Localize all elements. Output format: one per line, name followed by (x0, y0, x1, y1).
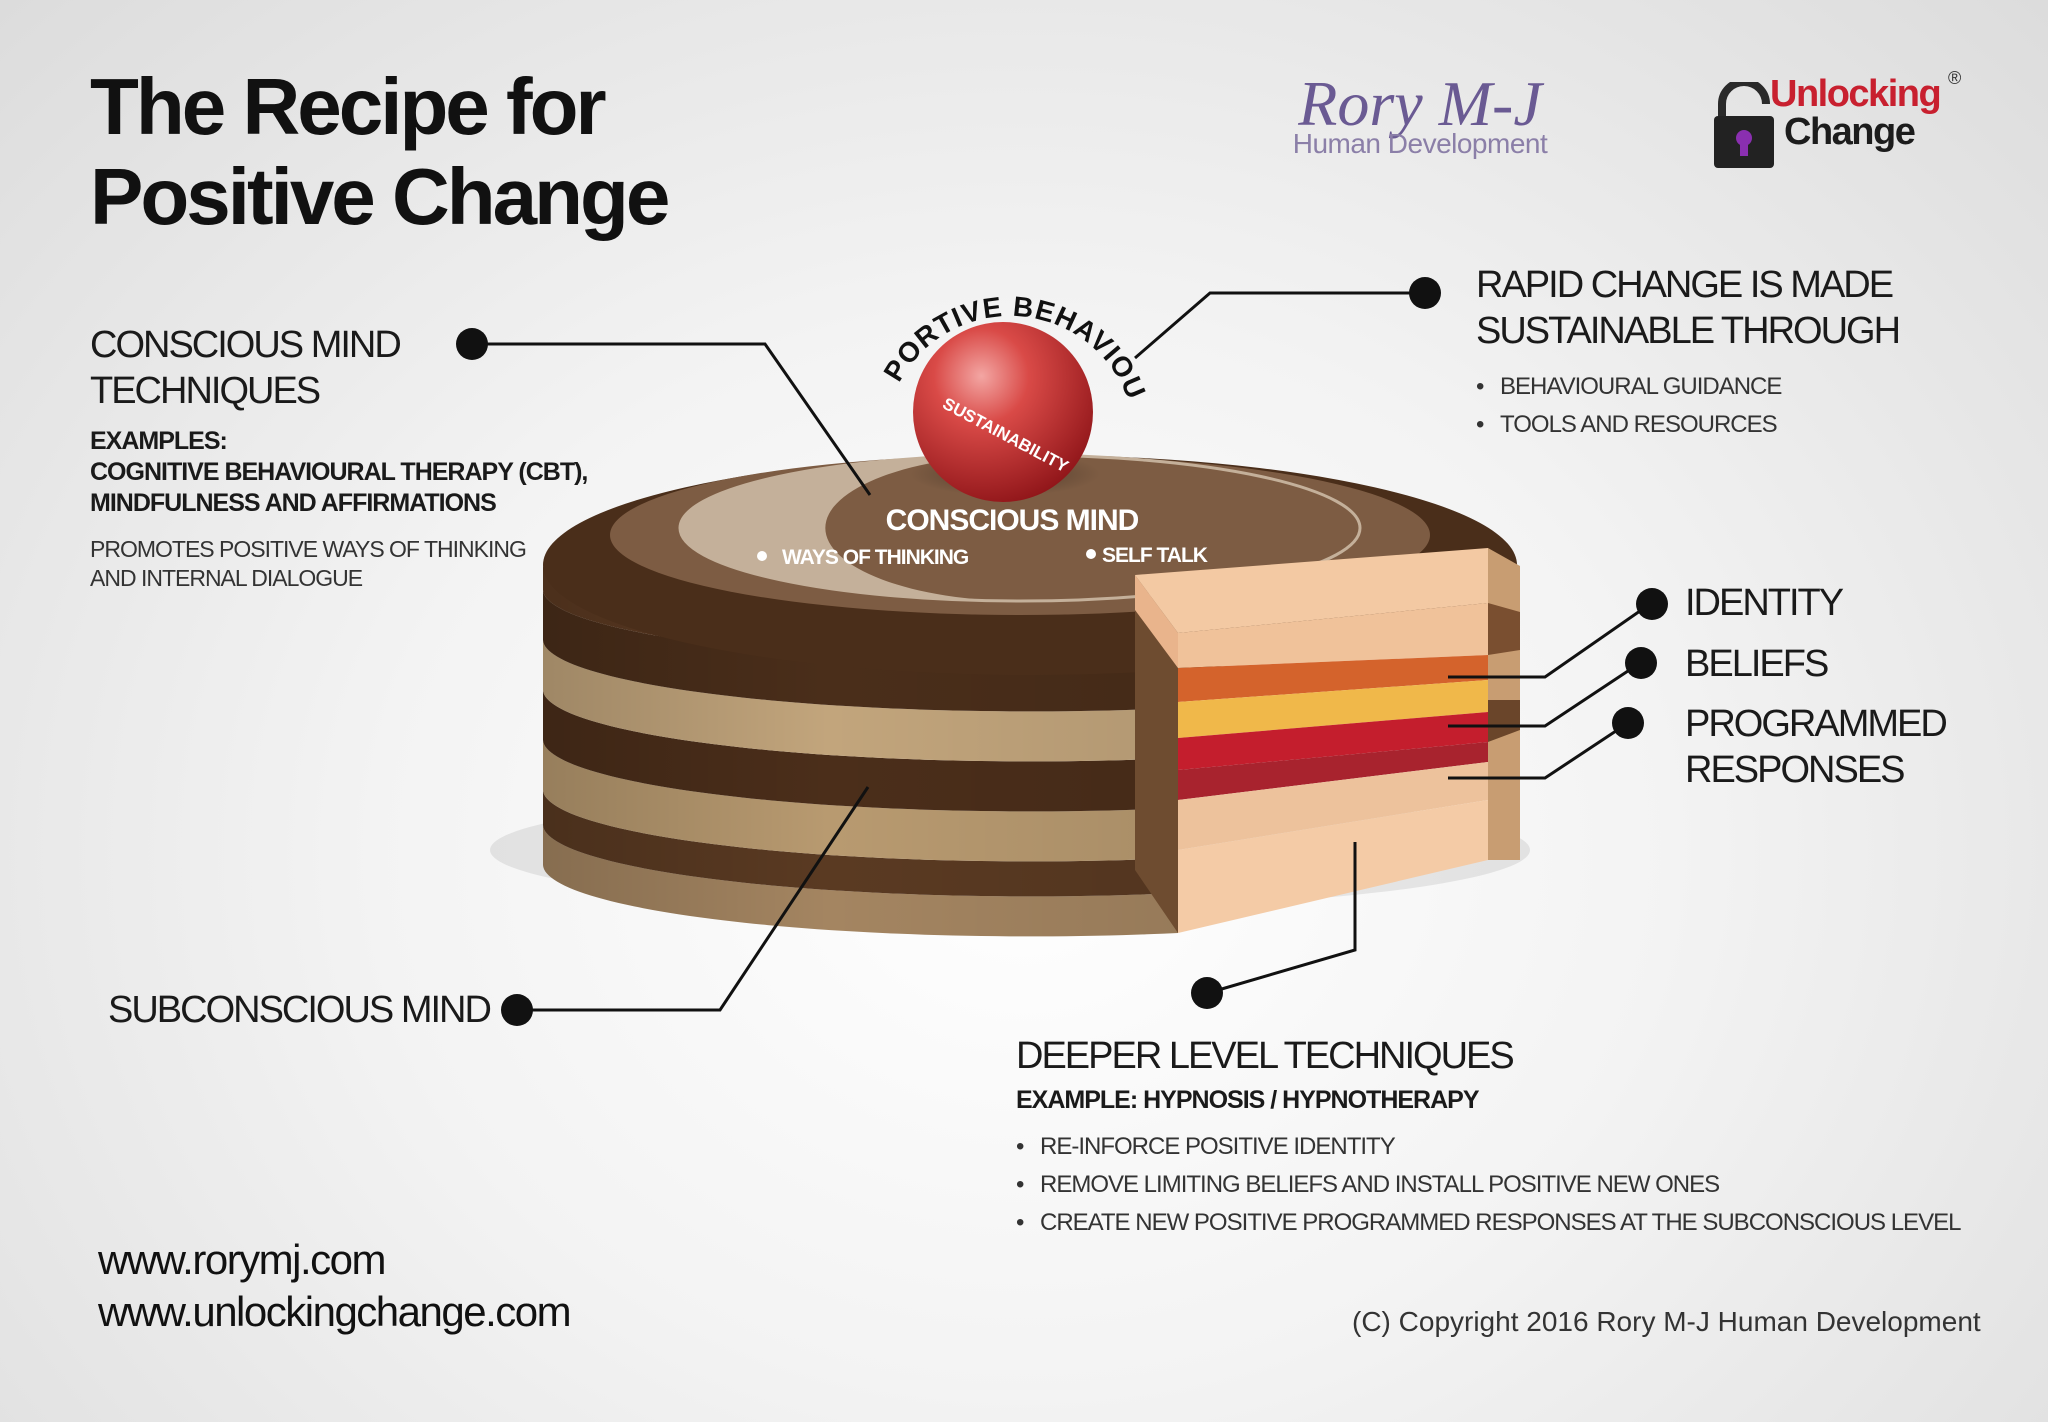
connector-beliefs (1448, 661, 1641, 728)
deeper-level-bullet: RE-INFORCE POSITIVE IDENTITY (1016, 1128, 2016, 1166)
connector-subconscious (517, 786, 870, 1012)
programmed-line-1: PROGRAMMED (1685, 703, 1948, 745)
rapid-change-heading-line-1: RAPID CHANGE IS MADE (1476, 264, 1894, 306)
connector-deeper (1207, 842, 1357, 995)
conscious-techniques-heading: CONSCIOUS MIND TECHNIQUES (90, 322, 650, 414)
rapid-change-block: RAPID CHANGE IS MADE SUSTAINABLE THROUGH… (1476, 262, 1996, 444)
subconscious-mind-label: SUBCONSCIOUS MIND (108, 989, 492, 1031)
deeper-level-example: EXAMPLE: HYPNOSIS / HYPNOTHERAPY (1016, 1086, 1480, 1114)
title-line-1: The Recipe for (90, 62, 607, 151)
deeper-level-bullets: RE-INFORCE POSITIVE IDENTITY REMOVE LIMI… (1016, 1128, 2016, 1242)
website-links: www.rorymj.com www.unlockingchange.com (98, 1234, 572, 1338)
dot-subconscious (501, 994, 533, 1026)
registered-mark: ® (1948, 68, 1962, 88)
connector-rapid-change (1134, 291, 1425, 360)
dot-identity (1636, 588, 1668, 620)
ways-of-thinking-dot (757, 551, 767, 561)
unlocking-word: Unlocking (1770, 73, 1942, 115)
rory-mj-logo: Rory M-J Human Development (1280, 72, 1560, 160)
examples-line-2: MINDFULNESS AND AFFIRMATIONS (90, 489, 497, 517)
identity-label: IDENTITY (1685, 582, 1844, 624)
change-word: Change (1784, 111, 1916, 153)
dot-beliefs (1625, 647, 1657, 679)
conscious-techniques-heading-line-1: CONSCIOUS MIND (90, 324, 402, 366)
beliefs-label: BELIEFS (1685, 643, 1829, 685)
rapid-change-bullets: BEHAVIOURAL GUIDANCE TOOLS AND RESOURCES (1476, 368, 1996, 444)
examples-label: EXAMPLES: (90, 427, 228, 455)
promotes-line-2: AND INTERNAL DIALOGUE (90, 565, 363, 591)
connector-programmed (1448, 721, 1629, 780)
rapid-change-heading-line-2: SUSTAINABLE THROUGH (1476, 310, 1901, 352)
rapid-change-bullet: TOOLS AND RESOURCES (1476, 406, 1996, 444)
conscious-mind-label: CONSCIOUS MIND (886, 504, 1139, 537)
dot-rapid-change (1409, 277, 1441, 309)
self-talk-dot (1086, 549, 1096, 559)
deeper-level-block: DEEPER LEVEL TECHNIQUES EXAMPLE: HYPNOSI… (1016, 1033, 2016, 1242)
padlock-icon (1714, 82, 1774, 168)
cake-slice-face (1135, 548, 1520, 933)
unlocking-change-logo: Unlocking Change ® (1712, 68, 1972, 178)
slice-left-face (1135, 575, 1178, 933)
programmed-line-2: RESPONSES (1685, 749, 1906, 791)
promotes-line-1: PROMOTES POSITIVE WAYS OF THINKING (90, 536, 527, 562)
rapid-change-heading: RAPID CHANGE IS MADE SUSTAINABLE THROUGH (1476, 262, 1996, 354)
deeper-level-bullet: CREATE NEW POSITIVE PROGRAMMED RESPONSES… (1016, 1204, 2016, 1242)
connector-lines (472, 291, 1651, 1012)
url-rorymj[interactable]: www.rorymj.com (98, 1236, 387, 1283)
deeper-level-bullet: REMOVE LIMITING BELIEFS AND INSTALL POSI… (1016, 1166, 2016, 1204)
self-talk-label: SELF TALK (1102, 544, 1208, 567)
rory-mj-subtitle: Human Development (1292, 128, 1548, 159)
dot-conscious-techniques (456, 328, 488, 360)
deeper-level-heading: DEEPER LEVEL TECHNIQUES (1016, 1035, 1515, 1077)
connector-identity (1448, 602, 1651, 679)
rory-mj-name: Rory M-J (1298, 68, 1542, 139)
conscious-techniques-block: CONSCIOUS MIND TECHNIQUES EXAMPLES: COGN… (90, 322, 650, 593)
rapid-change-bullet: BEHAVIOURAL GUIDANCE (1476, 368, 1996, 406)
title-line-2: Positive Change (90, 152, 670, 241)
programmed-responses-label: PROGRAMMED RESPONSES (1685, 701, 1948, 793)
connector-dots (456, 277, 1668, 1026)
url-unlockingchange[interactable]: www.unlockingchange.com (98, 1288, 572, 1335)
connector-conscious-techniques (472, 342, 872, 496)
dot-deeper (1191, 977, 1223, 1009)
conscious-techniques-heading-line-2: TECHNIQUES (90, 370, 321, 412)
sustainability-ball (913, 322, 1093, 502)
examples-line-1: COGNITIVE BEHAVIOURAL THERAPY (CBT), (90, 458, 588, 486)
page-title: The Recipe for Positive Change (90, 62, 670, 242)
copyright-notice: (C) Copyright 2016 Rory M-J Human Develo… (1352, 1306, 1981, 1337)
dot-programmed (1612, 707, 1644, 739)
ways-of-thinking-label: WAYS OF THINKING (782, 546, 969, 569)
